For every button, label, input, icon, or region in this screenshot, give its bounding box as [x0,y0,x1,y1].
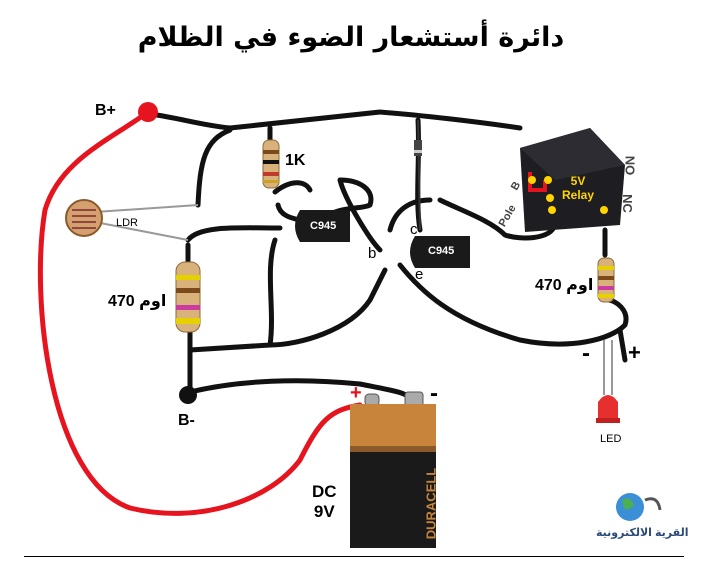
relay-nc-label: NC [619,194,635,213]
battery [350,391,436,548]
pin-b-label: b [368,245,377,262]
footer-divider [24,556,684,557]
transistor-2-label: C945 [428,245,455,257]
led [596,340,620,423]
b-plus-terminal [138,102,158,122]
transistor-1-label: C945 [310,220,337,232]
red-wire [37,109,363,516]
black-wires [147,109,629,401]
transistor-1 [295,210,350,242]
led-minus-label: - [582,340,590,367]
relay [520,128,625,232]
battery-label: DC 9V [312,482,337,521]
resistor-1k [262,139,280,189]
ldr-label: LDR [116,217,139,229]
b-minus-label: B- [178,412,195,429]
resistor-470-left [175,261,201,333]
logo-text: القرية الالكترونية [596,527,689,539]
battery-brand: DURACELL [423,467,439,540]
pin-e-label: e [415,266,424,283]
b-minus-terminal [179,386,197,404]
resistor-1k-label: 1K [285,152,306,169]
led-plus-label: + [628,340,641,365]
relay-label: 5V Relay [562,174,595,202]
relay-no-label: NO [622,155,638,176]
transistor-2 [410,236,470,268]
battery-plus-label: + [350,382,362,404]
battery-minus-label: - [430,380,438,407]
led-label: LED [600,433,622,445]
b-plus-label: B+ [95,102,116,119]
resistor-470-left-label: 470 اوم [108,293,167,310]
resistor-470-right [597,257,615,303]
resistor-470-right-label: 470 اوم [535,277,594,294]
pin-c-label: c [410,221,418,238]
logo [616,493,662,521]
page-title: دائرة أستشعار الضوء في الظلام [137,22,565,53]
diode [414,119,422,231]
ldr-component [65,199,199,241]
